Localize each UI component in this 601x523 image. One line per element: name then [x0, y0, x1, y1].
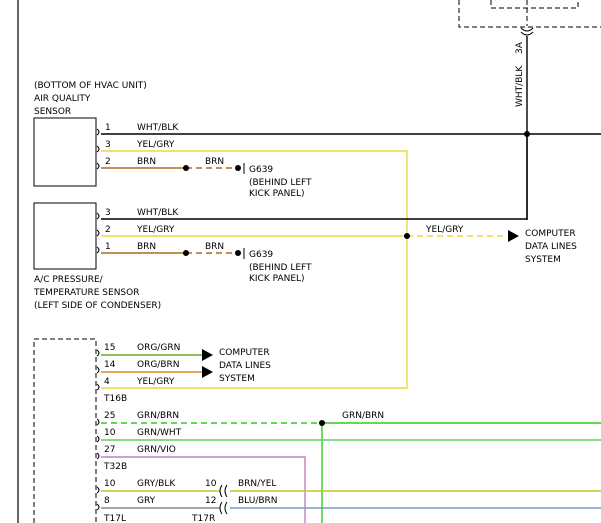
aq-ground-label-2: KICK PANEL) [249, 189, 305, 199]
ac-sensor-label-1: A/C PRESSURE/ [34, 275, 104, 285]
ac-pin-bracket-3 [96, 246, 100, 254]
connector-t17r-label: T17R [191, 514, 215, 523]
ac-pin-num-1: 3 [105, 208, 111, 218]
t16b-pin-bracket-1 [96, 349, 100, 357]
t32b-pin-num-1: 25 [104, 411, 115, 421]
ac-pin-bracket-2 [96, 229, 100, 237]
t17-pin-wire-2: GRY [137, 496, 156, 506]
aq-brn-splice-dot [183, 165, 189, 171]
t16b-pin-num-1: 15 [104, 343, 115, 353]
t16b-pin-num-3: 4 [104, 377, 110, 387]
yel-gry-out-arrow [508, 230, 519, 242]
aq-pin-bracket-2 [96, 145, 100, 153]
top-wire-label: WHT/BLK [515, 65, 525, 107]
ac-ground-label-1: (BEHIND LEFT [249, 263, 312, 273]
t17-pin-num-2: 8 [104, 496, 110, 506]
ac-ground-dot [235, 250, 241, 256]
top-component [458, 0, 601, 36]
computer-data-lines-1-line-3: SYSTEM [525, 255, 561, 265]
t17-inline-connector [219, 484, 228, 515]
t17-pin-num-r-1: 10 [205, 479, 217, 489]
computer-data-lines-1-line-1: COMPUTER [525, 229, 576, 239]
aq-yel-gry-wire [101, 150, 408, 389]
t17l-pin-bracket-2 [96, 503, 100, 511]
ac-pin-wire-1: WHT/BLK [137, 208, 179, 218]
aq-pin-num-2: 3 [105, 140, 111, 150]
t32b-pin-wire-1: GRN/BRN [137, 411, 179, 421]
t32b-pin-wire-3: GRN/VIO [137, 445, 176, 455]
t17-pin-wire-1: GRY/BLK [137, 479, 176, 489]
aq-ground-label-1: (BEHIND LEFT [249, 178, 312, 188]
ac-brn-splice-dot [183, 250, 189, 256]
aq-pin-bracket-3 [96, 162, 100, 170]
ac-pin-wire-2: YEL/GRY [136, 225, 175, 235]
aq-pin-wire-1: WHT/BLK [137, 123, 179, 133]
air-quality-sensor-box [33, 117, 97, 187]
t17-pin-wire-r-1: BRN/YEL [238, 479, 276, 489]
ac-ground-label-2: KICK PANEL) [249, 274, 305, 284]
top-pin-label: 3A [515, 41, 525, 54]
t16b-org-brn-arrow [202, 366, 213, 378]
t17-pin-wire-r-2: BLU/BRN [238, 496, 278, 506]
t16b-pin-wire-2: ORG/BRN [137, 360, 180, 370]
connector-t32b-label: T32B [103, 462, 127, 472]
t32b-pin-bracket-2 [96, 435, 100, 443]
aq-sensor-label-3: SENSOR [34, 107, 71, 117]
ac-pin-num-2: 2 [105, 225, 111, 235]
t32b-pin-num-2: 10 [104, 428, 116, 438]
t32b-pin-bracket-1 [96, 418, 100, 426]
computer-data-lines-1-line-2: DATA LINES [525, 242, 577, 252]
ac-sensor-label-3: (LEFT SIDE OF CONDENSER) [34, 301, 161, 311]
yel-gry-out-label: YEL/GRY [425, 225, 464, 235]
t16b-pin-bracket-2 [96, 366, 100, 374]
aq-pin-wire-3b: BRN [205, 157, 224, 167]
aq-ground-id: G639 [249, 165, 273, 175]
ac-ground-id: G639 [249, 250, 273, 260]
aq-pin-wire-3: BRN [137, 157, 156, 167]
t32b-pin-num-3: 27 [104, 445, 115, 455]
computer-data-lines-2-line-1: COMPUTER [219, 348, 270, 358]
t32b-pin-bracket-3 [96, 452, 100, 460]
ac-wht-blk-wire [101, 134, 528, 220]
control-module-outline [33, 338, 97, 523]
t32b-pin-wire-2: GRN/WHT [137, 428, 182, 438]
ac-pin-wire-3b: BRN [205, 242, 224, 252]
grn-brn-splice-dot [319, 420, 325, 426]
t16b-org-grn-arrow [202, 349, 213, 361]
grn-brn-out-label: GRN/BRN [342, 411, 384, 421]
t17l-pin-bracket-1 [96, 486, 100, 494]
ac-sensor-label-2: TEMPERATURE SENSOR [33, 288, 139, 298]
yel-gry-splice-dot [404, 233, 410, 239]
aq-pin-num-1: 1 [105, 123, 111, 133]
aq-ground-dot [235, 165, 241, 171]
ac-pin-wire-3: BRN [137, 242, 156, 252]
computer-data-lines-2-line-2: DATA LINES [219, 361, 271, 371]
connector-t16b-label: T16B [103, 394, 127, 404]
aq-sensor-label-1: (BOTTOM OF HVAC UNIT) [34, 81, 147, 91]
aq-pin-wire-2: YEL/GRY [136, 140, 175, 150]
t17-pin-num-r-2: 12 [205, 496, 216, 506]
connector-t17l-label: T17L [103, 514, 126, 523]
t17-pin-num-1: 10 [104, 479, 116, 489]
computer-data-lines-2-line-3: SYSTEM [219, 374, 255, 384]
t16b-pin-bracket-3 [96, 383, 100, 391]
ac-pressure-sensor-box [33, 202, 97, 270]
ac-pin-bracket-1 [96, 212, 100, 220]
t32b-grn-vio-wire [101, 456, 306, 523]
aq-sensor-label-2: AIR QUALITY [34, 94, 91, 104]
t16b-pin-wire-3: YEL/GRY [136, 377, 175, 387]
aq-pin-bracket-1 [96, 128, 100, 136]
t16b-pin-num-2: 14 [104, 360, 116, 370]
t16b-pin-wire-1: ORG/GRN [137, 343, 180, 353]
ac-pin-num-3: 1 [105, 242, 111, 252]
aq-pin-num-3: 2 [105, 157, 111, 167]
